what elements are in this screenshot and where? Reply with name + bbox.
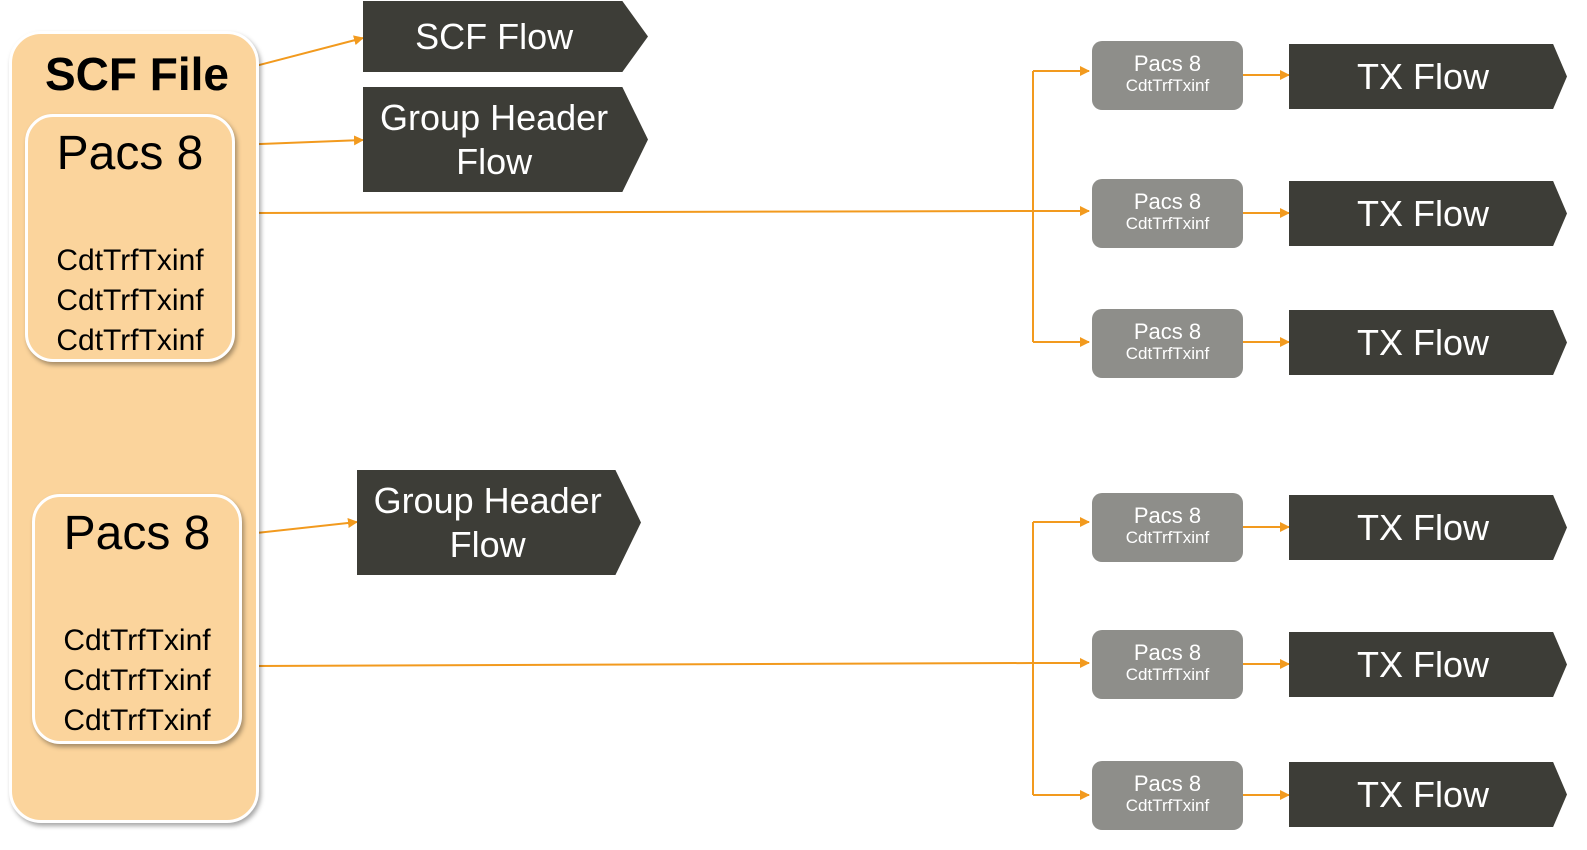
pacs-transaction-subtitle: CdtTrfTxinf xyxy=(1125,344,1210,363)
transaction-item: CdtTrfTxinf xyxy=(56,284,204,317)
scf-flow-shape: SCF Flow xyxy=(363,1,648,72)
tx-flow-shape-2: TX Flow xyxy=(1289,181,1567,246)
connector-pacs1-trunk xyxy=(235,210,1034,214)
pacs-group-title: Pacs 8 xyxy=(63,507,211,560)
tx-flow-shape-6: TX Flow xyxy=(1289,762,1567,827)
pacs-transaction-title: Pacs 8 xyxy=(1133,771,1202,796)
tx-flow-shape-1: TX Flow xyxy=(1289,44,1567,109)
pacs-transaction-subtitle: CdtTrfTxinf xyxy=(1125,665,1210,684)
pacs-transaction-subtitle: CdtTrfTxinf xyxy=(1125,214,1210,233)
pacs-group-title: Pacs 8 xyxy=(56,127,204,180)
tx-flow-shape-4: TX Flow xyxy=(1289,495,1567,560)
pacs-transaction-box-2: Pacs 8 CdtTrfTxinf xyxy=(1092,179,1243,248)
pacs-transaction-title: Pacs 8 xyxy=(1133,189,1202,214)
pacs-transaction-subtitle: CdtTrfTxinf xyxy=(1125,528,1210,547)
pacs-group-1: Pacs 8 CdtTrfTxinf CdtTrfTxinf CdtTrfTxi… xyxy=(25,114,235,362)
group-header-flow-shape-1: Group Header Flow xyxy=(363,87,648,192)
pacs-transaction-subtitle: CdtTrfTxinf xyxy=(1125,76,1210,95)
pacs-transaction-title: Pacs 8 xyxy=(1133,51,1202,76)
transaction-item: CdtTrfTxinf xyxy=(63,664,211,697)
connector-pacs2-trunk xyxy=(242,662,1034,667)
transaction-list: CdtTrfTxinf CdtTrfTxinf CdtTrfTxinf xyxy=(35,621,239,741)
pacs-transaction-title: Pacs 8 xyxy=(1133,319,1202,344)
tx-flow-label: TX Flow xyxy=(1356,774,1489,815)
tx-flow-label: TX Flow xyxy=(1356,193,1489,234)
pacs-transaction-title: Pacs 8 xyxy=(1133,503,1202,528)
transaction-item: CdtTrfTxinf xyxy=(56,324,204,357)
tx-flow-shape-3: TX Flow xyxy=(1289,310,1567,375)
pacs-transaction-title: Pacs 8 xyxy=(1133,640,1202,665)
group-header-flow-shape-2: Group Header Flow xyxy=(357,470,641,575)
connector-file-to-scf-flow xyxy=(239,35,364,71)
group-header-flow-label: Group Header Flow xyxy=(380,96,609,182)
pacs-transaction-box-5: Pacs 8 CdtTrfTxinf xyxy=(1092,630,1243,699)
pacs-transaction-box-1: Pacs 8 CdtTrfTxinf xyxy=(1092,41,1243,110)
scf-flow-label: SCF Flow xyxy=(415,15,574,57)
transaction-item: CdtTrfTxinf xyxy=(63,704,211,737)
pacs-transaction-box-3: Pacs 8 CdtTrfTxinf xyxy=(1092,309,1243,378)
tx-flow-shape-5: TX Flow xyxy=(1289,632,1567,697)
transaction-item: CdtTrfTxinf xyxy=(63,624,211,657)
tx-flow-label: TX Flow xyxy=(1356,56,1489,97)
transaction-item: CdtTrfTxinf xyxy=(56,244,204,277)
scf-file-title: SCF File xyxy=(44,48,230,100)
pacs-transaction-box-4: Pacs 8 CdtTrfTxinf xyxy=(1092,493,1243,562)
transaction-list: CdtTrfTxinf CdtTrfTxinf CdtTrfTxinf xyxy=(28,241,232,361)
tx-flow-label: TX Flow xyxy=(1356,644,1489,685)
tx-flow-label: TX Flow xyxy=(1356,507,1489,548)
pacs-group-2: Pacs 8 CdtTrfTxinf CdtTrfTxinf CdtTrfTxi… xyxy=(32,494,242,744)
tx-flow-label: TX Flow xyxy=(1356,322,1489,363)
pacs-transaction-box-6: Pacs 8 CdtTrfTxinf xyxy=(1092,761,1243,830)
group-header-flow-label: Group Header Flow xyxy=(373,479,602,565)
pacs-transaction-subtitle: CdtTrfTxinf xyxy=(1125,796,1210,815)
